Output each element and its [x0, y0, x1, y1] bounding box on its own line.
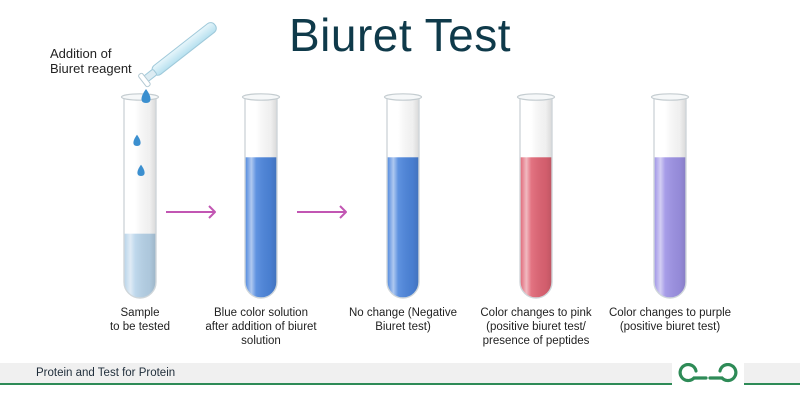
reagent-label: Addition of Biuret reagent [50, 46, 132, 76]
tube-caption-line: Blue color solution [214, 307, 308, 319]
test-tube-4 [516, 93, 556, 299]
page-title: Biuret Test [289, 9, 511, 61]
tube-caption-line: Sample [120, 307, 160, 319]
tube-caption-4: Color changes to pink (positive biuret te… [461, 306, 611, 348]
arrow-right-icon [297, 205, 347, 219]
tube-caption-line: solution [241, 335, 281, 347]
reagent-label-line-1: Addition of [50, 46, 112, 61]
tube-caption-line: (positive biuret test/ [486, 321, 586, 333]
tube-caption-5: Color changes to purple (positive biuret … [595, 306, 745, 334]
tube-caption-line: after addition of biuret [205, 321, 317, 333]
pipette-icon [138, 22, 217, 88]
tube-caption-2: Blue color solution after addition of biu… [186, 306, 336, 348]
test-tube-5 [650, 93, 690, 299]
tube-caption-line: Color changes to pink [480, 307, 592, 319]
footer-text: Protein and Test for Protein [36, 367, 176, 379]
tube-caption-line: No change (Negative [348, 307, 458, 319]
reagent-drop-icon [133, 134, 141, 146]
test-tube-3 [383, 93, 423, 299]
footer-bar [0, 363, 800, 384]
test-tube-2 [241, 93, 281, 299]
reagent-drop-icon [137, 164, 145, 176]
tube-caption-line: Color changes to purple [608, 307, 732, 319]
geeksforgeeks-logo-icon [678, 362, 738, 383]
tube-caption-line: presence of peptides [482, 335, 590, 347]
tube-caption-line: to be tested [109, 321, 171, 333]
tube-caption-1: Sample to be tested [65, 306, 215, 334]
tube-caption-line: Biuret test) [375, 321, 431, 333]
reagent-drop-icon [141, 89, 151, 103]
arrow-right-icon [166, 205, 216, 219]
test-tube-1 [120, 93, 160, 299]
tube-caption-line: (positive biuret test) [619, 321, 721, 333]
reagent-label-line-2: Biuret reagent [50, 61, 132, 76]
footer-divider [0, 383, 800, 385]
logo-container [672, 362, 744, 393]
